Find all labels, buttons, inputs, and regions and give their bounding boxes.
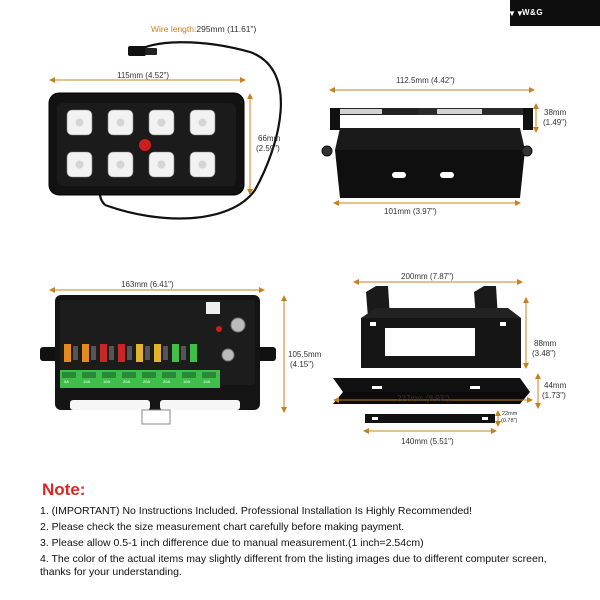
- plate-width-dim: 227mm (8.93"): [397, 394, 450, 403]
- plate-height-in-dim: (1.73"): [542, 391, 566, 400]
- fuse-label: 20A: [123, 379, 131, 384]
- panel-height-in-dim: (2.59"): [256, 144, 280, 153]
- fuse-labels: 5A 10A 10A 20A 20A 20A 10A 10A: [62, 379, 222, 387]
- note-item-3: 3. Please allow 0.5-1 inch difference du…: [40, 537, 424, 549]
- plate-height-dim: 44mm: [544, 381, 567, 390]
- fuse-label: 20A: [163, 379, 171, 384]
- strip-width-dim: 140mm (5.51"): [401, 437, 454, 446]
- switch-panel-diagram: [48, 41, 282, 220]
- note-item-2: 2. Please check the size measurement cha…: [40, 521, 405, 533]
- note-title: Note:: [42, 480, 86, 499]
- fuse-label: 20A: [143, 379, 151, 384]
- bracket-small-diagram: [321, 87, 539, 206]
- brand-logo-icon: ▼▼: [508, 9, 524, 18]
- fuse-row: [64, 344, 197, 362]
- fuse-label: 5A: [64, 379, 69, 384]
- fuse-label: 10A: [183, 379, 191, 384]
- strip-height-dim: 22mm: [502, 411, 518, 417]
- strip-height-in-dim: (0.78"): [501, 418, 518, 424]
- fuse-label: 10A: [83, 379, 91, 384]
- bracket1-height-dim: 38mm: [544, 108, 567, 117]
- fuse-box-diagram: [40, 287, 287, 425]
- fuse-label: 10A: [103, 379, 111, 384]
- wire-length-value: 295mm (11.61"): [196, 24, 257, 34]
- wire-length-key: Wire length:: [151, 24, 197, 34]
- bracket1-top-width-dim: 112.5mm (4.42"): [396, 76, 455, 85]
- brand-badge: [510, 0, 600, 26]
- terminal-strip: [60, 370, 220, 388]
- bracket2-top-width-dim: 200mm (7.87"): [401, 272, 454, 281]
- fusebox-width-dim: 163mm (6.41"): [121, 280, 174, 289]
- note-item-4: 4. The color of the actual items may sli…: [40, 553, 547, 578]
- panel-height-dim: 66mm: [258, 134, 281, 143]
- bracket1-height-in-dim: (1.49"): [543, 118, 567, 127]
- bracket-large-diagram: [333, 279, 541, 434]
- bracket2-height-in-dim: (3.48"): [532, 349, 556, 358]
- fusebox-height-in-dim: (4.15"): [290, 360, 314, 369]
- fuse-label: 10A: [203, 379, 211, 384]
- brand-name: W&G: [522, 8, 544, 17]
- note-item-1: 1. (IMPORTANT) No Instructions Included.…: [40, 505, 473, 517]
- fusebox-height-dim: 105.5mm: [288, 350, 322, 359]
- panel-width-dim: 115mm (4.52"): [117, 71, 170, 80]
- bracket1-bottom-width-dim: 101mm (3.97"): [384, 207, 437, 216]
- bracket2-height-dim: 88mm: [534, 339, 557, 348]
- wire-length-label: Wire length:295mm (11.61"): [151, 24, 256, 34]
